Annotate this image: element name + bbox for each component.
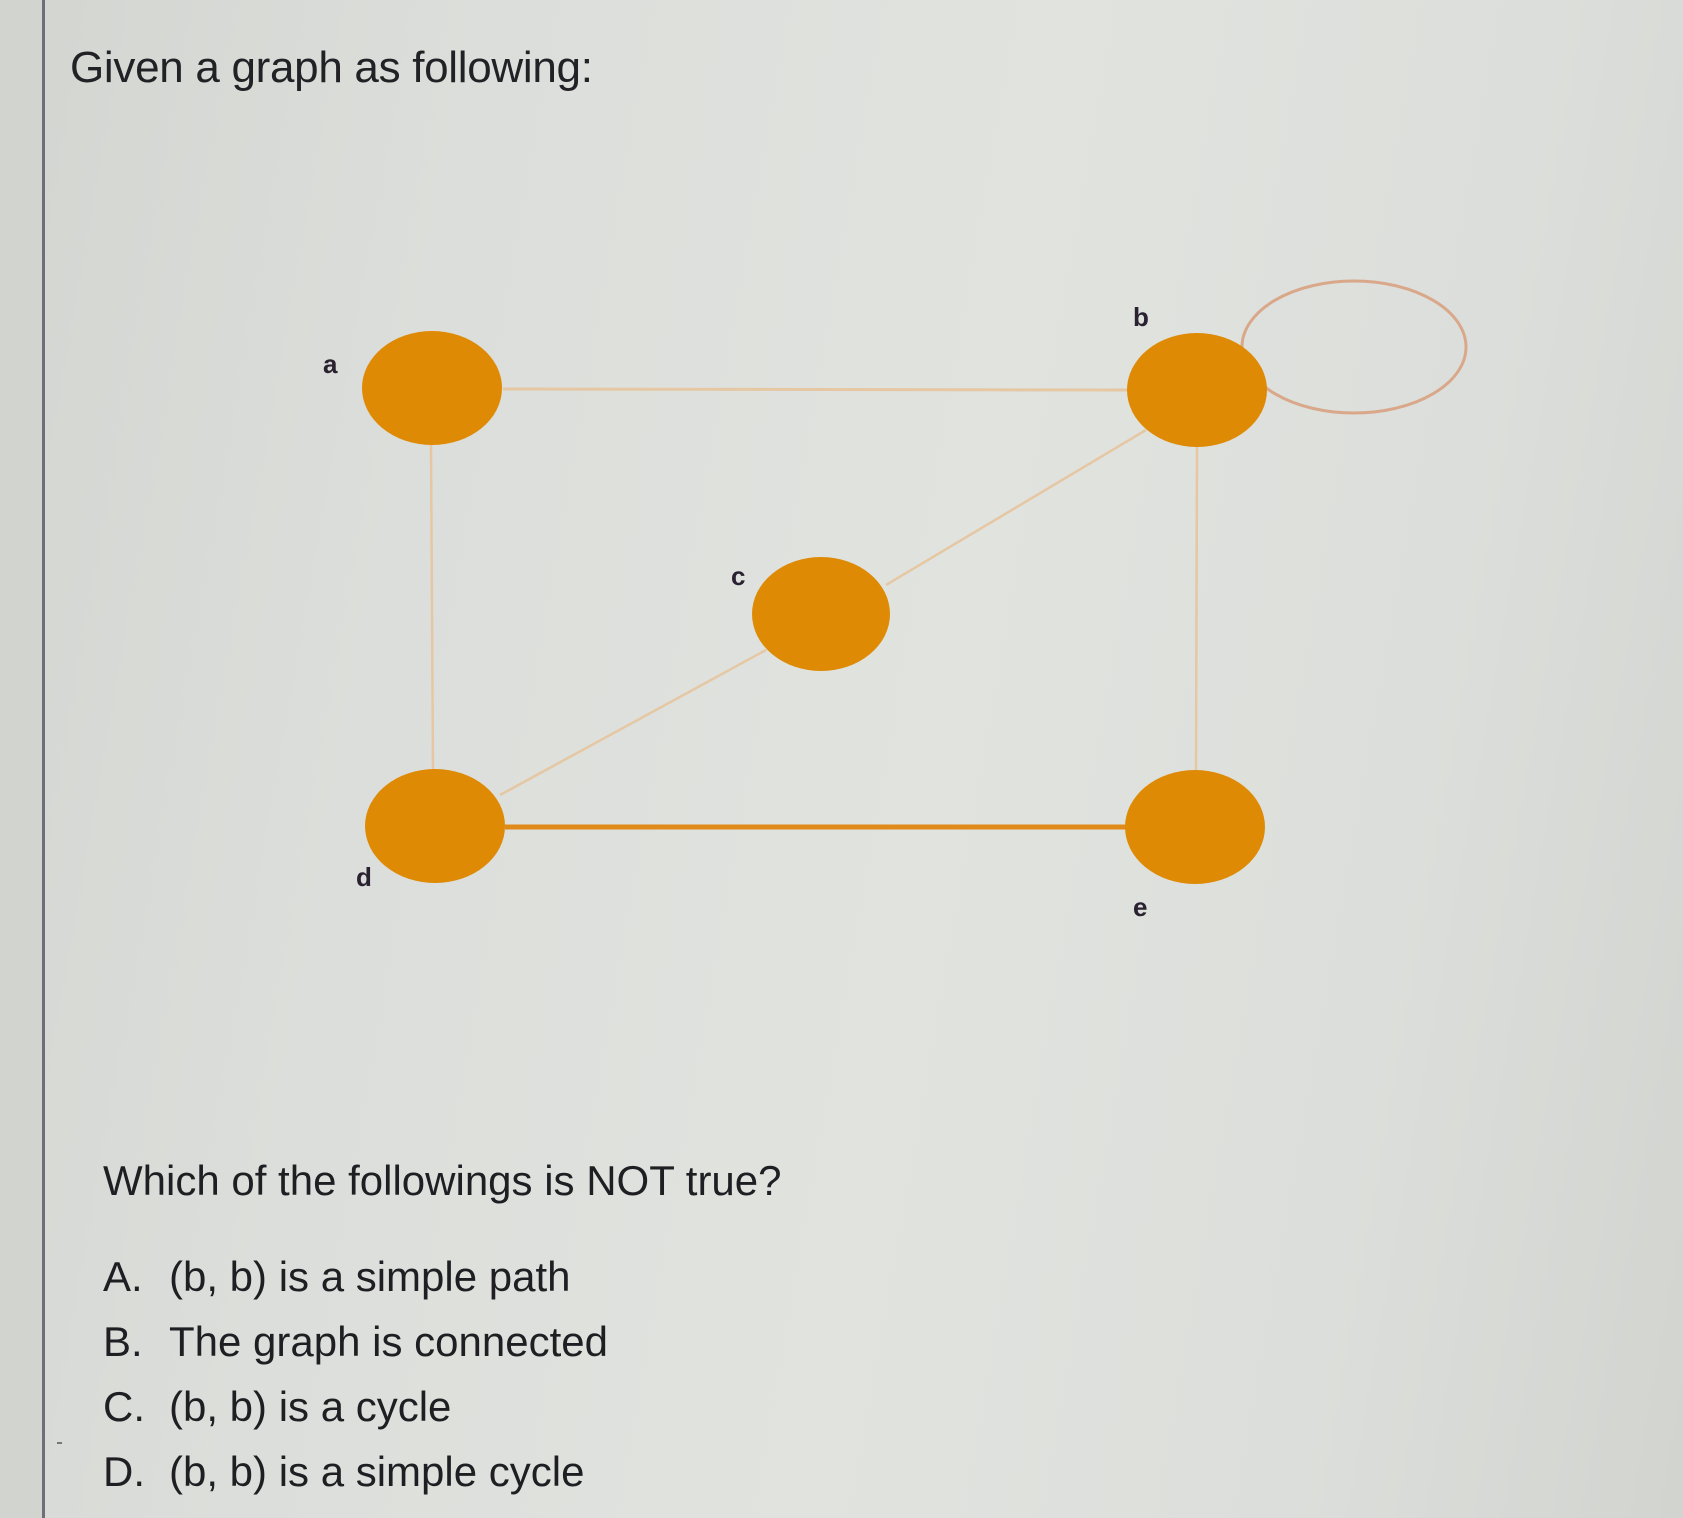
option-a-letter: A. (103, 1253, 143, 1300)
option-c-letter: C. (103, 1383, 145, 1430)
node-label-d: d (356, 862, 372, 892)
edge-a-d (429, 444, 435, 771)
left-border-rule (42, 0, 45, 1518)
edge-b-b-loop (1240, 279, 1468, 415)
node-e (1125, 770, 1265, 884)
option-b-text: The graph is connected (169, 1318, 608, 1365)
node-label-c: c (731, 561, 746, 591)
node-a (362, 331, 502, 445)
edge-a-b (502, 387, 1129, 392)
edge-b-e (1194, 446, 1199, 771)
option-c[interactable]: C. (b, b) is a cycle (103, 1382, 608, 1447)
edge-c-d (499, 648, 767, 797)
node-label-a: a (323, 349, 338, 379)
option-c-text: (b, b) is a cycle (169, 1383, 452, 1430)
node-label-e: e (1133, 892, 1148, 922)
answer-options: A. (b, b) is a simple path B. The graph … (103, 1252, 608, 1512)
question-intro: Given a graph as following: (70, 43, 593, 92)
option-d-letter: D. (103, 1448, 145, 1495)
option-b[interactable]: B. The graph is connected (103, 1317, 608, 1382)
option-b-letter: B. (103, 1318, 143, 1365)
question-prompt: Which of the followings is NOT true? (103, 1157, 782, 1204)
option-d[interactable]: D. (b, b) is a simple cycle (103, 1447, 608, 1512)
option-d-text: (b, b) is a simple cycle (169, 1448, 585, 1495)
edge-b-c (885, 428, 1147, 587)
option-a[interactable]: A. (b, b) is a simple path (103, 1252, 608, 1317)
left-gutter (0, 0, 43, 1518)
node-c (752, 557, 890, 671)
node-b (1127, 333, 1267, 447)
node-d (365, 769, 505, 883)
option-a-text: (b, b) is a simple path (169, 1253, 571, 1300)
graph-diagram: a b c d e (323, 279, 1468, 922)
margin-tick-mark (57, 1442, 62, 1444)
node-label-b: b (1133, 302, 1149, 332)
